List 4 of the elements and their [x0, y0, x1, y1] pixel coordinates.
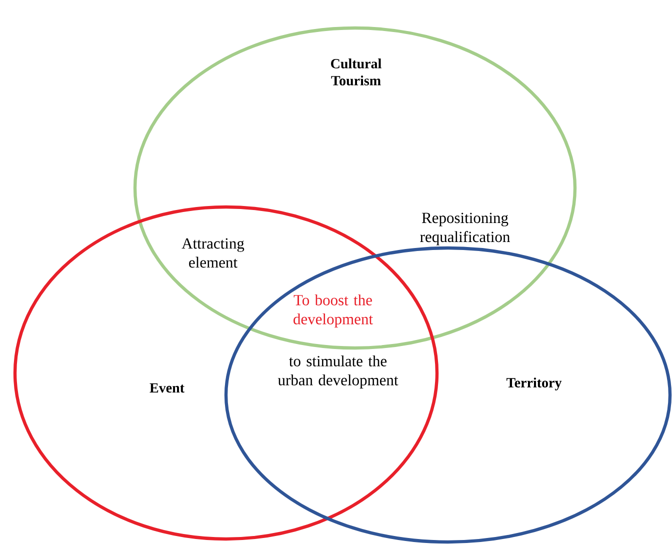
region-label: Repositioning requalification [420, 212, 510, 246]
region-label: Attracting element [182, 238, 244, 268]
region-label: to stimulate the urban development [278, 355, 398, 388]
region-label: To boost the development [294, 294, 373, 328]
